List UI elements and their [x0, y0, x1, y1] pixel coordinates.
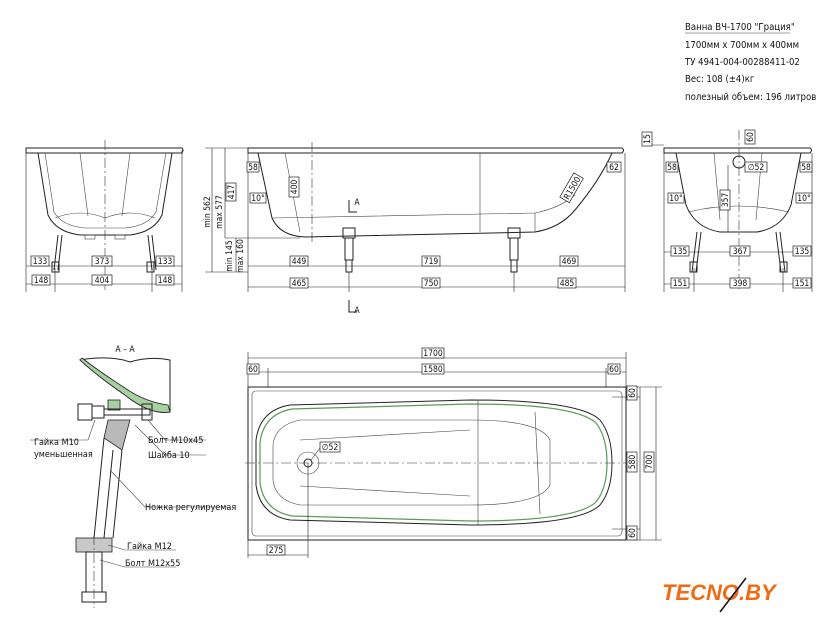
- dim-60-top: 60: [628, 388, 638, 398]
- dim-719: 719: [424, 257, 439, 267]
- dim-398: 398: [733, 279, 748, 289]
- dim-275: 275: [269, 546, 284, 556]
- dim-400: 400: [290, 180, 300, 195]
- size: 1700мм х 700мм х 400мм: [685, 40, 799, 51]
- dim-373: 373: [95, 257, 110, 267]
- volume: полезный объем: 196 литров: [685, 92, 816, 103]
- dim-58-left: 58: [667, 163, 677, 173]
- dim-700: 700: [645, 455, 655, 470]
- dim-404: 404: [95, 276, 110, 286]
- dim-133-left: 133: [33, 257, 48, 267]
- end-view-right: 15 60 ∅52 58 58 10° 10° 357 135 367 135 …: [641, 129, 813, 292]
- dim-phi52-top: ∅52: [322, 443, 339, 453]
- dim-148-left: 148: [34, 276, 49, 286]
- dim-469: 469: [562, 257, 577, 267]
- label-nut-m10-sub: уменьшенная: [34, 450, 93, 460]
- dim-465: 465: [292, 279, 307, 289]
- top-view: 1700 1580 60 60 60 580 700 60 275 ∅52: [245, 347, 662, 558]
- spec: ТУ 4941-004-00288411-02: [684, 57, 800, 68]
- dim-151-left: 151: [673, 279, 688, 289]
- min-562: min 562: [203, 196, 213, 228]
- dim-60-left: 60: [248, 365, 258, 375]
- label-leg: Ножка регулируемая: [145, 503, 236, 513]
- section-mark-bottom: A: [354, 306, 360, 316]
- dim-60-bottom: 60: [628, 528, 638, 538]
- section-aa: А – А Гайка М10 уменьшенная Болт М10х45 …: [30, 345, 236, 608]
- label-bolt-m10: Болт М10х45: [148, 436, 203, 446]
- dim-58-right: 58: [801, 163, 811, 173]
- label-bolt-m12: Болт М12х55: [125, 559, 180, 569]
- logo-text: TECNO.BY: [662, 580, 778, 605]
- dim-151-right: 151: [795, 279, 810, 289]
- dim-417: 417: [227, 185, 237, 200]
- section-title: А – А: [115, 345, 135, 355]
- dim-62: 62: [609, 163, 619, 173]
- leg-left: [342, 227, 356, 273]
- dim-580: 580: [628, 455, 638, 470]
- dim-135-right: 135: [795, 247, 810, 257]
- dim-1580: 1580: [423, 365, 443, 375]
- dim-148-right: 148: [158, 276, 173, 286]
- angle-10: 10°: [251, 194, 265, 204]
- end-view-left: 133 373 133 148 404 148: [25, 140, 184, 292]
- dim-367: 367: [733, 247, 748, 257]
- label-washer: Шайба 10: [148, 450, 190, 461]
- dim-58: 58: [248, 163, 258, 173]
- leg-right: [507, 227, 521, 273]
- dim-133-right: 133: [158, 257, 173, 267]
- dim-1700: 1700: [423, 349, 443, 359]
- dim-135-left: 135: [673, 247, 688, 257]
- side-view: 449 719 469 465 750 485 min 562 max 577 …: [203, 142, 626, 316]
- dim-449: 449: [292, 257, 307, 267]
- dim-15: 15: [643, 134, 653, 144]
- weight: Вес: 108 (±4)кг: [685, 74, 755, 85]
- section-mark-top: A: [354, 198, 360, 208]
- logo: TECNO.BY: [662, 577, 778, 613]
- dim-485: 485: [560, 279, 575, 289]
- label-nut-m10: Гайка М10: [34, 438, 79, 448]
- max-160: max 160: [236, 239, 246, 273]
- dim-750: 750: [424, 279, 439, 289]
- title-block: Ванна ВЧ-1700 "Грация" 1700мм х 700мм х …: [684, 22, 816, 103]
- angle-right: 10°: [797, 194, 811, 204]
- dim-60: 60: [746, 132, 756, 142]
- label-nut-m12: Гайка М12: [127, 542, 172, 552]
- max-577: max 577: [215, 195, 225, 229]
- dim-phi52: ∅52: [748, 163, 765, 173]
- title: Ванна ВЧ-1700 "Грация": [685, 22, 795, 33]
- min-145: min 145: [225, 240, 235, 272]
- dim-60-right: 60: [609, 365, 619, 375]
- angle-left: 10°: [669, 194, 683, 204]
- dim-357: 357: [721, 193, 731, 208]
